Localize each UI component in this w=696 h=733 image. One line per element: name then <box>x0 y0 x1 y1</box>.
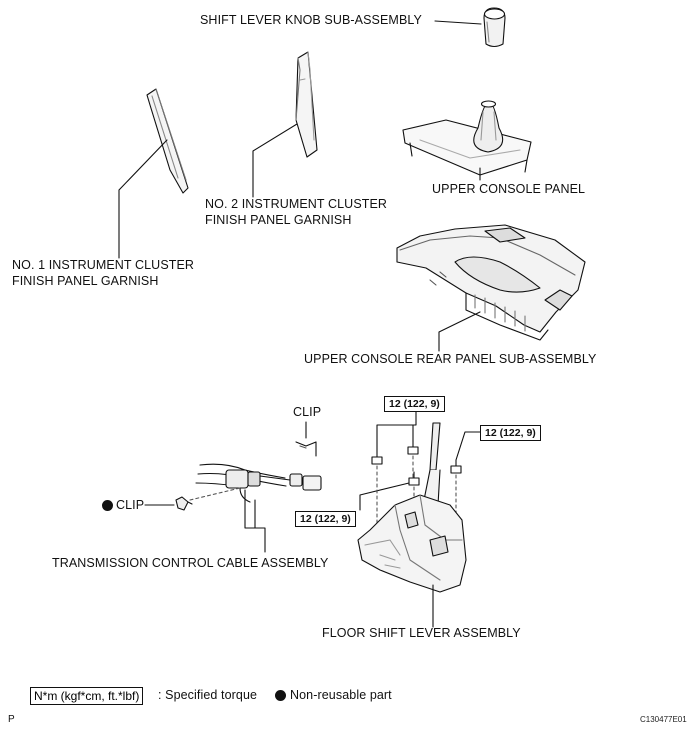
bolt-2 <box>407 440 419 455</box>
label-floor-shift-lever: FLOOR SHIFT LEVER ASSEMBLY <box>322 626 521 640</box>
floor-shift-lever-part <box>357 422 467 593</box>
torque-callout-top: 12 (122, 9) <box>384 396 445 412</box>
label-no1-garnish-line1: NO. 1 INSTRUMENT CLUSTER <box>12 258 195 272</box>
legend-torque-desc: : Specified torque <box>158 688 258 702</box>
label-shift-knob: SHIFT LEVER KNOB SUB-ASSEMBLY <box>200 13 422 27</box>
upper-console-panel-part <box>402 100 532 176</box>
label-clip-left: CLIP <box>116 498 145 512</box>
footer-figure-code: C130477E01 <box>640 715 687 724</box>
legend-torque-unit: N*m (kgf*cm, ft.*lbf) <box>30 687 144 705</box>
label-upper-console-panel: UPPER CONSOLE PANEL <box>432 182 586 196</box>
bolt-3 <box>450 459 462 474</box>
transmission-cable-part <box>195 463 322 503</box>
label-no2-garnish-line2: FINISH PANEL GARNISH <box>205 213 352 227</box>
bolt-1 <box>371 450 383 465</box>
upper-console-rear-part <box>396 224 586 341</box>
label-no1-garnish-line2: FINISH PANEL GARNISH <box>12 274 159 288</box>
left-clip-part <box>175 496 193 511</box>
legend-nonreusable-desc: Non-reusable part <box>290 688 392 702</box>
label-upper-console-rear: UPPER CONSOLE REAR PANEL SUB-ASSEMBLY <box>304 352 597 366</box>
torque-callout-right: 12 (122, 9) <box>480 425 541 441</box>
no1-garnish-part <box>146 88 189 194</box>
no2-garnish-part <box>295 51 318 158</box>
label-transmission-cable: TRANSMISSION CONTROL CABLE ASSEMBLY <box>52 556 329 570</box>
legend-nonreusable-dot <box>275 690 286 701</box>
shift-knob-part <box>483 7 506 48</box>
non-reusable-marker <box>102 500 113 511</box>
top-clip-part <box>295 441 317 457</box>
torque-callout-left: 12 (122, 9) <box>295 511 356 527</box>
label-clip-top: CLIP <box>293 405 322 419</box>
label-no2-garnish-line1: NO. 2 INSTRUMENT CLUSTER <box>205 197 388 211</box>
bolt-4 <box>408 471 420 486</box>
footer-page-letter: P <box>8 714 15 725</box>
